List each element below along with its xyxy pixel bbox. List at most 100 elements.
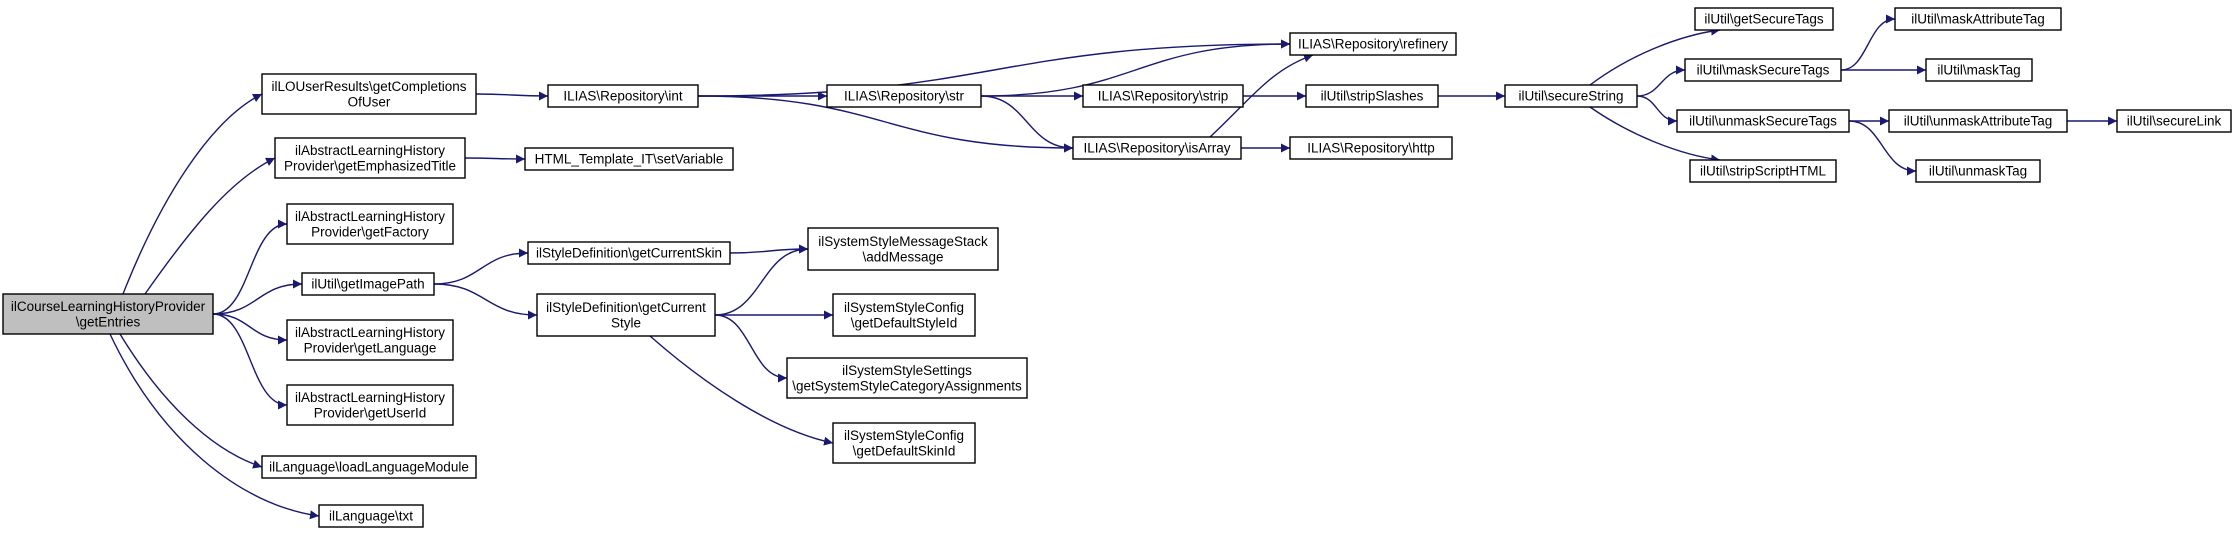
edge-getCompletions-to-repoInt: [475, 91, 549, 101]
node-repoStrip[interactable]: ILIAS\Repository\strip: [1082, 84, 1244, 108]
node-label: Provider\getFactory: [311, 224, 429, 239]
node-repoRefinery[interactable]: ILIAS\Repository\refinery: [1289, 32, 1457, 56]
node-label: \getEntries: [76, 314, 141, 329]
edges: [109, 14, 2117, 520]
node-label: Style: [611, 315, 641, 330]
node-label: ilUtil\unmaskAttributeTag: [1904, 114, 2053, 129]
edge-secureString-to-getSecureTags: [1589, 26, 1721, 86]
node-addMessage[interactable]: ilSystemStyleMessageStack\addMessage: [807, 227, 999, 271]
node-label: Provider\getLanguage: [304, 340, 437, 355]
node-label: ilLanguage\loadLanguageModule: [269, 460, 469, 475]
node-repoIsArray[interactable]: ILIAS\Repository\isArray: [1072, 136, 1242, 160]
node-label: ilUtil\getSecureTags: [1704, 12, 1824, 27]
edge-repoStr-to-repoRefinery: [980, 39, 1291, 97]
node-stripScriptHTML[interactable]: ilUtil\stripScriptHTML: [1689, 159, 1837, 183]
node-label: ilLOUserResults\getCompletions: [271, 79, 466, 94]
edge-repoIsArray-to-repoRefinery: [1209, 53, 1314, 138]
edge-secureString-to-stripScriptHTML: [1589, 106, 1721, 164]
node-loadLanguageModule[interactable]: ilLanguage\loadLanguageModule: [261, 455, 477, 479]
node-getSecureTags[interactable]: ilUtil\getSecureTags: [1694, 7, 1834, 31]
node-label: ilSystemStyleMessageStack: [818, 234, 988, 249]
node-label: ilLanguage\txt: [329, 509, 413, 524]
node-label: \getSystemStyleCategoryAssignments: [792, 378, 1022, 393]
node-label: Provider\getEmphasizedTitle: [284, 158, 456, 173]
edge-unmaskSecureTags-to-unmaskTag: [1848, 120, 1917, 176]
node-label: ILIAS\Repository\str: [844, 89, 965, 104]
edge-root-to-getUserId: [212, 313, 288, 410]
node-label: ilAbstractLearningHistory: [295, 325, 445, 340]
node-setVariable[interactable]: HTML_Template_IT\setVariable: [524, 147, 734, 171]
node-label: ILIAS\Repository\int: [563, 89, 683, 104]
node-getSysStyleCat[interactable]: ilSystemStyleSettings\getSystemStyleCate…: [786, 357, 1028, 399]
node-label: ilUtil\unmaskSecureTags: [1689, 114, 1837, 129]
edge-maskSecureTags-to-maskAttributeTag: [1840, 14, 1896, 71]
node-label: ilAbstractLearningHistory: [295, 143, 445, 158]
node-maskAttributeTag[interactable]: ilUtil\maskAttributeTag: [1894, 7, 2062, 31]
node-root[interactable]: ilCourseLearningHistoryProvider\getEntri…: [2, 293, 214, 335]
node-txt[interactable]: ilLanguage\txt: [318, 504, 424, 528]
node-maskSecureTags[interactable]: ilUtil\maskSecureTags: [1684, 58, 1842, 82]
nodes: ilCourseLearningHistoryProvider\getEntri…: [2, 7, 2232, 528]
node-maskTag[interactable]: ilUtil\maskTag: [1925, 58, 2033, 82]
edge-getCurrentStyle-to-addMessage: [714, 244, 809, 316]
edge-root-to-getImagePath: [212, 279, 303, 315]
node-label: ilUtil\stripSlashes: [1321, 89, 1424, 104]
node-label: ilSystemStyleConfig: [844, 428, 964, 443]
edge-repoInt-to-repoIsArray: [697, 95, 1074, 153]
node-label: \getDefaultStyleId: [851, 315, 958, 330]
node-label: ILIAS\Repository\strip: [1098, 89, 1229, 104]
node-label: ilUtil\maskTag: [1937, 63, 2020, 78]
node-getCurrentSkin[interactable]: ilStyleDefinition\getCurrentSkin: [527, 241, 731, 265]
node-repoHttp[interactable]: ILIAS\Repository\http: [1289, 136, 1453, 160]
node-label: ilCourseLearningHistoryProvider: [11, 299, 206, 314]
node-label: ILIAS\Repository\isArray: [1083, 141, 1230, 156]
node-secureLink[interactable]: ilUtil\secureLink: [2116, 109, 2232, 133]
node-label: ilUtil\stripScriptHTML: [1700, 164, 1827, 179]
edge-getImagePath-to-getCurrentStyle: [433, 283, 538, 320]
node-label: ilSystemStyleConfig: [844, 300, 964, 315]
node-getLanguage[interactable]: ilAbstractLearningHistoryProvider\getLan…: [286, 319, 454, 361]
edge-getCurrentStyle-to-getSysStyleCat: [714, 314, 788, 383]
node-getDefaultSkinId[interactable]: ilSystemStyleConfig\getDefaultSkinId: [832, 422, 976, 464]
node-unmaskTag[interactable]: ilUtil\unmaskTag: [1915, 159, 2041, 183]
node-repoInt[interactable]: ILIAS\Repository\int: [547, 84, 699, 108]
node-getEmphasized[interactable]: ilAbstractLearningHistoryProvider\getEmp…: [274, 137, 466, 179]
node-label: ilUtil\secureLink: [2127, 114, 2222, 129]
node-label: ilUtil\getImagePath: [311, 277, 424, 292]
node-label: ilStyleDefinition\getCurrentSkin: [536, 246, 722, 261]
edge-getEmphasized-to-setVariable: [464, 154, 526, 164]
node-repoStr[interactable]: ILIAS\Repository\str: [826, 84, 982, 108]
edge-root-to-getEmphasized: [144, 157, 276, 295]
node-label: HTML_Template_IT\setVariable: [535, 152, 724, 167]
edge-root-to-getCompletions: [122, 93, 263, 295]
node-unmaskAttributeTag[interactable]: ilUtil\unmaskAttributeTag: [1888, 109, 2068, 133]
node-label: ilUtil\maskAttributeTag: [1911, 12, 2045, 27]
edge-getImagePath-to-getCurrentSkin: [433, 248, 529, 285]
node-label: Provider\getUserId: [314, 405, 427, 420]
node-getFactory[interactable]: ilAbstractLearningHistoryProvider\getFac…: [286, 203, 454, 245]
node-label: ilUtil\secureString: [1518, 89, 1623, 104]
node-label: OfUser: [348, 94, 391, 109]
node-label: ilAbstractLearningHistory: [295, 390, 445, 405]
edge-root-to-getLanguage: [212, 313, 288, 345]
node-stripSlashes[interactable]: ilUtil\stripSlashes: [1305, 84, 1439, 108]
node-unmaskSecureTags[interactable]: ilUtil\unmaskSecureTags: [1676, 109, 1850, 133]
node-getDefaultStyleId[interactable]: ilSystemStyleConfig\getDefaultStyleId: [832, 293, 976, 337]
node-label: ilAbstractLearningHistory: [295, 209, 445, 224]
node-getUserId[interactable]: ilAbstractLearningHistoryProvider\getUse…: [286, 384, 454, 426]
node-label: \getDefaultSkinId: [853, 443, 956, 458]
edge-root-to-txt: [109, 333, 320, 520]
node-secureString[interactable]: ilUtil\secureString: [1504, 84, 1638, 108]
node-label: ilUtil\unmaskTag: [1929, 164, 2027, 179]
edge-repoInt-to-repoRefinery: [697, 39, 1291, 97]
node-getImagePath[interactable]: ilUtil\getImagePath: [301, 272, 435, 296]
edge-getCurrentStyle-to-getDefaultSkinId: [649, 335, 834, 446]
edge-repoStr-to-repoIsArray: [980, 95, 1074, 153]
node-label: ILIAS\Repository\http: [1307, 141, 1435, 156]
edge-root-to-getFactory: [212, 219, 288, 315]
node-label: \addMessage: [862, 249, 943, 264]
edge-secureString-to-unmaskSecureTags: [1636, 95, 1678, 126]
